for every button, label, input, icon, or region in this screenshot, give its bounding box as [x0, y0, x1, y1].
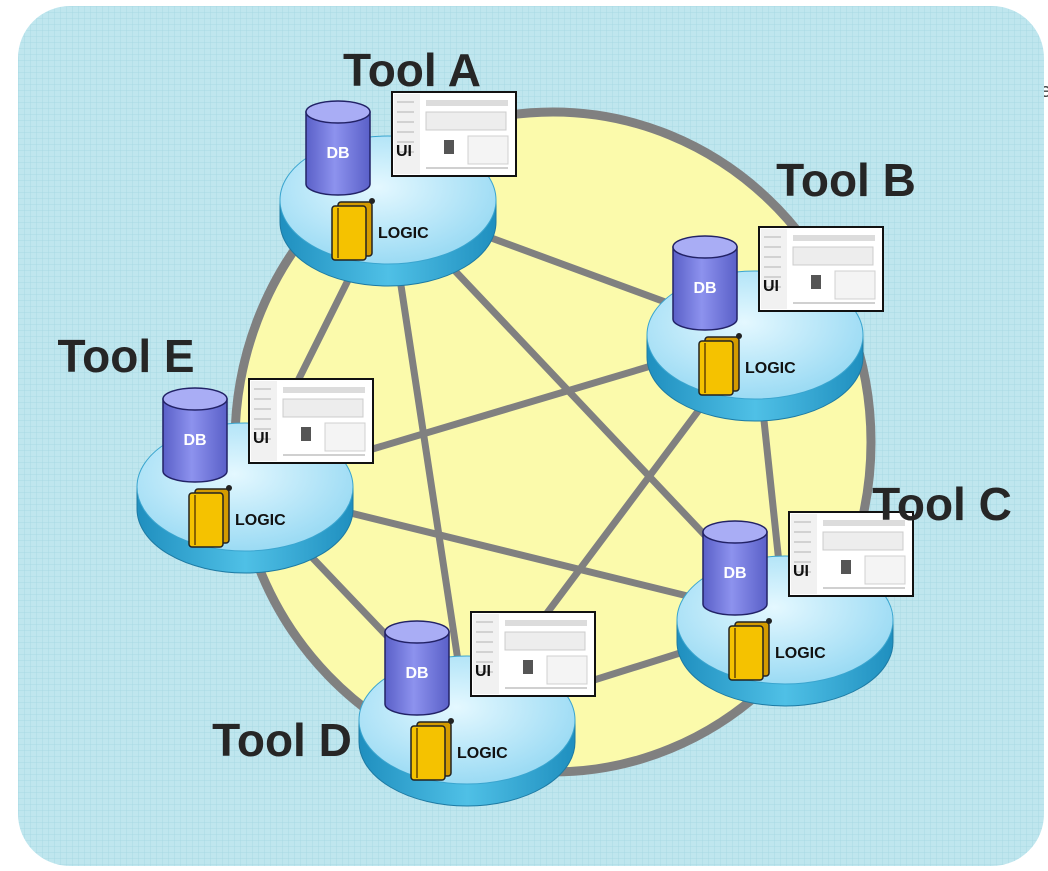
book-icon [728, 618, 772, 681]
tool-node-c: DB UI LOGIC [676, 511, 914, 707]
db-label: DB [326, 145, 349, 162]
book-icon [410, 718, 454, 781]
application-screenshot-icon [391, 91, 517, 177]
db-label: DB [723, 565, 746, 582]
ui-label: UI [793, 563, 809, 580]
book-icon [188, 485, 232, 548]
database-cylinder-icon [384, 620, 450, 716]
tool-title-a: Tool A [343, 44, 481, 96]
book-icon [331, 198, 375, 261]
book-icon [698, 333, 742, 396]
logic-label: LOGIC [378, 225, 429, 242]
tool-title-d: Tool D [212, 714, 352, 766]
tool-node-d: DB UI LOGIC [358, 611, 596, 807]
database-cylinder-icon [702, 520, 768, 616]
database-cylinder-icon [672, 235, 738, 331]
logic-label: LOGIC [235, 512, 286, 529]
application-screenshot-icon [758, 226, 884, 312]
logic-label: LOGIC [457, 745, 508, 762]
tool-node-e: DB UI LOGIC [136, 378, 374, 574]
ui-label: UI [763, 278, 779, 295]
ui-label: UI [396, 143, 412, 160]
application-screenshot-icon [470, 611, 596, 697]
database-cylinder-icon [162, 387, 228, 483]
ui-label: UI [475, 663, 491, 680]
connection-a-d [384, 196, 471, 724]
tool-node-b: DB UI LOGIC [646, 226, 884, 422]
application-screenshot-icon [788, 511, 914, 597]
tool-title-b: Tool B [776, 154, 916, 206]
application-screenshot-icon [248, 378, 374, 464]
logic-label: LOGIC [745, 360, 796, 377]
database-cylinder-icon [305, 100, 371, 196]
ui-label: UI [253, 430, 269, 447]
tool-title-c: Tool C [872, 478, 1012, 530]
logic-label: LOGIC [775, 645, 826, 662]
db-label: DB [693, 280, 716, 297]
tool-node-a: DB UI LOGIC [279, 91, 517, 287]
db-label: DB [183, 432, 206, 449]
db-label: DB [405, 665, 428, 682]
tool-title-e: Tool E [57, 330, 194, 382]
